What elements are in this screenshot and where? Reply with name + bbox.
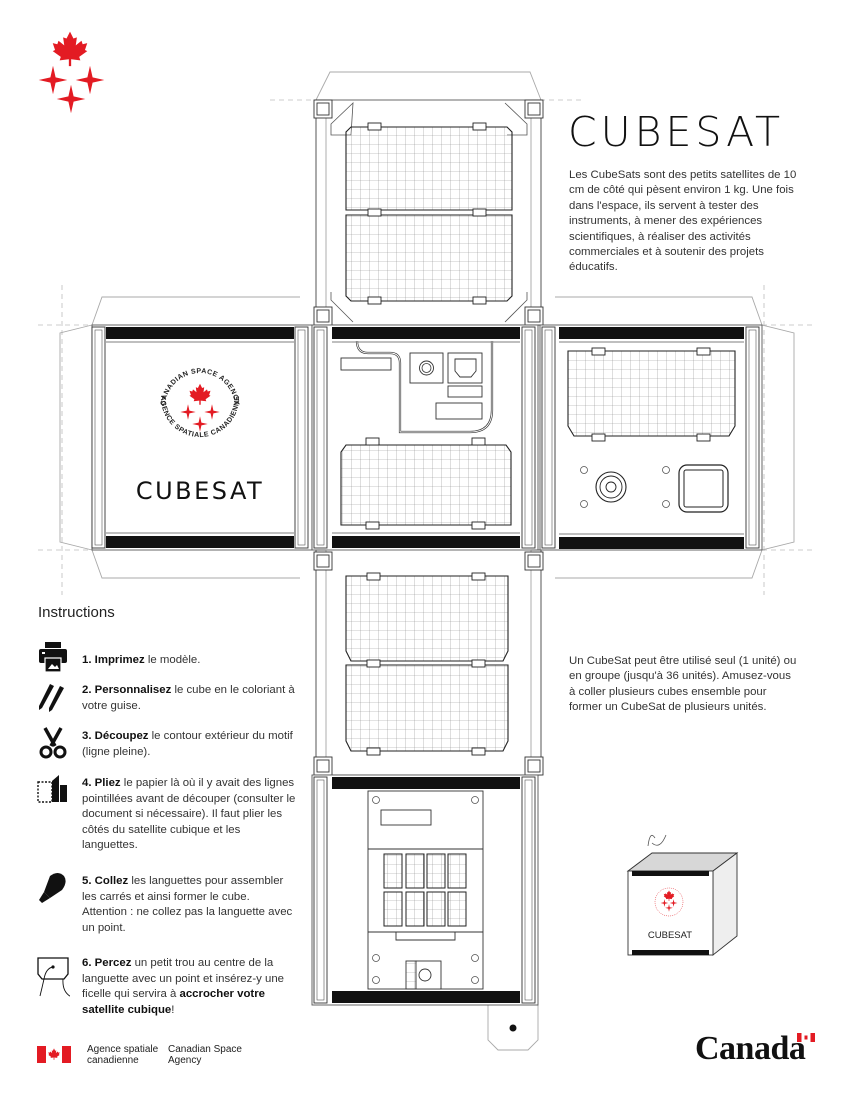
pencils-icon [39, 684, 64, 712]
instructions-heading: Instructions [38, 604, 115, 621]
page-title: CUBESAT [568, 108, 785, 156]
canada-wordmark: Canada [695, 1030, 806, 1067]
multi-unit-paragraph: Un CubeSat peut être utilisé seul (1 uni… [569, 655, 797, 714]
instruction-step-2: 2. Personnalisez le cube en le coloriant… [82, 684, 295, 712]
fold-icon [37, 775, 67, 803]
hanging-tab-icon [37, 957, 70, 997]
hang-hole [509, 1024, 517, 1032]
wordmark-flag-icon [797, 1033, 815, 1042]
glue-tabs [59, 71, 795, 1051]
fold-guides [38, 99, 815, 595]
glue-icon [39, 873, 66, 903]
instruction-step-1: 1. Imprimez le modèle. [82, 654, 201, 666]
csa-star-logo [38, 31, 105, 114]
face-bottom-electronics [311, 774, 539, 1006]
face-top [313, 99, 544, 326]
face-electronics [311, 324, 539, 551]
canada-flag-icon [37, 1046, 71, 1063]
printer-icon [39, 642, 67, 673]
agency-name-fr: Agence spatiale canadienne [87, 1044, 159, 1066]
intro-paragraph: Les CubeSats sont des petits satellites … [569, 169, 797, 274]
instruction-step-3: 3. Découpez le contour extérieur du moti… [82, 730, 293, 758]
face-bottom-solar [313, 549, 544, 776]
instruction-step-5: 5. Collez les languettes pour assembler … [82, 875, 293, 934]
scissors-icon [39, 727, 67, 759]
instruction-step-4: 4. Pliez le papier là où il y avait des … [82, 777, 296, 852]
instruction-step-6: 6. Percez un petit trou au centre de la … [82, 957, 285, 1016]
face-front-logo [91, 324, 313, 551]
assembled-cube-preview [626, 834, 739, 956]
agency-name-en: Canadian Space Agency [168, 1044, 242, 1066]
face-side-ports [539, 324, 763, 551]
